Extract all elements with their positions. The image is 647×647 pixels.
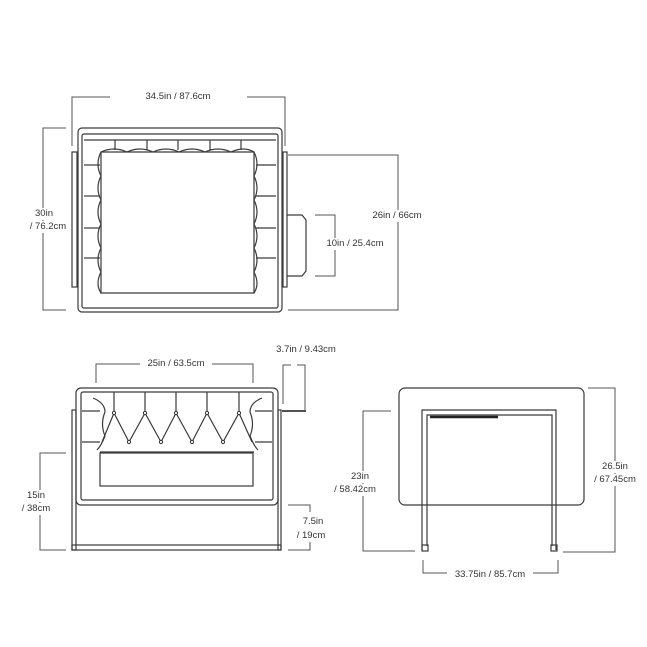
top-depth-cm-label: / 76.2cm: [27, 221, 69, 233]
seat-height-cm-label: / 38cm: [19, 503, 53, 515]
table-thickness-label: 3.7in / 9.43cm: [274, 344, 338, 356]
base-height-cm-label: / 19cm: [294, 530, 328, 542]
side-view-table: [398, 387, 585, 552]
top-width-label: 34.5in / 87.6cm: [143, 91, 213, 103]
seat-height-in-label: 15in: [25, 490, 47, 502]
overall-height-in-label: 26.5in: [600, 461, 630, 473]
table-height-cm-label: / 58.42cm: [332, 484, 378, 496]
top-view-chair: [71, 127, 307, 313]
table-height-in-label: 23in: [349, 471, 371, 483]
top-view-dimensions: [42, 96, 399, 311]
seat-width-label: 25in / 63.5cm: [145, 358, 207, 370]
overall-height-cm-label: / 67.45cm: [592, 474, 638, 486]
table-width-label: 10in / 25.4cm: [324, 238, 386, 250]
inner-depth-label: 26in / 66cm: [370, 210, 424, 222]
base-height-in-label: 7.5in: [300, 516, 326, 528]
front-view-chair: [71, 387, 306, 551]
top-depth-in-label: 30in: [33, 208, 55, 220]
leg-span-label: 33.75in / 85.7cm: [452, 569, 528, 581]
